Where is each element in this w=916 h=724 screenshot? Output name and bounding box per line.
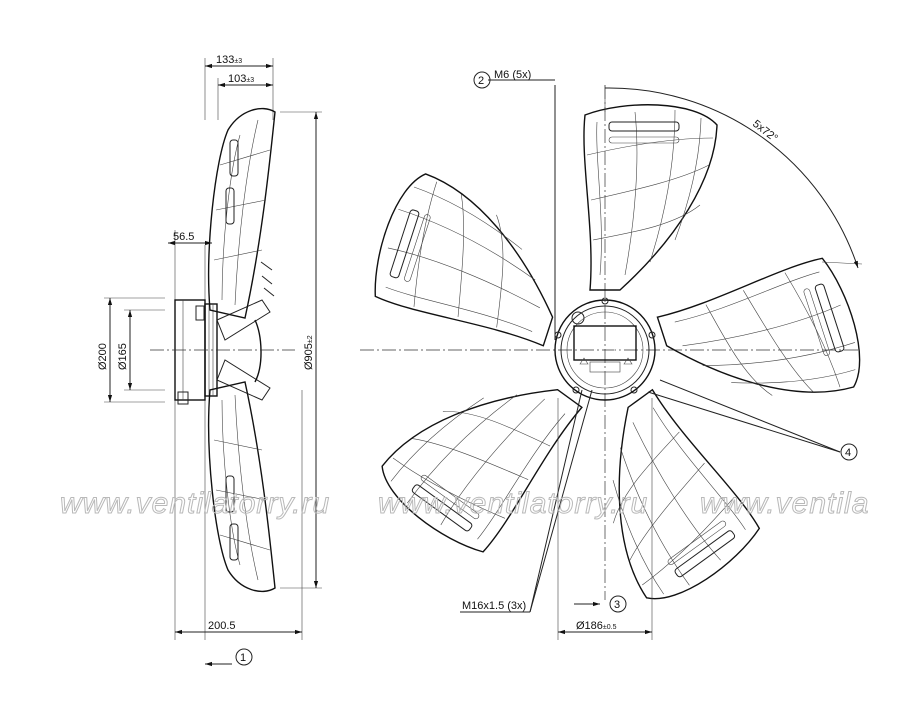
- m16-label: M16x1.5 (3x): [462, 600, 526, 612]
- callout-4: 4: [845, 447, 851, 459]
- watermark: www.ventilatorry.ru www.ventilatorry.ru …: [60, 487, 869, 521]
- m6-label: M6 (5x): [494, 69, 531, 81]
- svg-text:www.ventila: www.ventila: [700, 487, 869, 520]
- dim-133-label: 133±3: [216, 54, 242, 66]
- side-view: 133±3 103±3 56.5 Ø200 Ø165: [97, 54, 322, 667]
- svg-text:www.ventilatorry.ru: www.ventilatorry.ru: [60, 487, 330, 520]
- callout-1: 1: [240, 652, 246, 664]
- callout-3: 3: [614, 599, 620, 611]
- hub-brand-label: ebmpapst: [602, 345, 629, 351]
- dim-200-label: Ø200: [97, 343, 109, 370]
- front-view: ebmpapst 2 M6 (5x) 5x72° 4 M16x1.5 (3x) …: [360, 69, 874, 640]
- dim-200-5-label: 200.5: [208, 620, 236, 632]
- angle-label: 5x72°: [750, 118, 780, 145]
- callout-2: 2: [478, 75, 484, 87]
- hub: ebmpapst: [554, 297, 656, 401]
- svg-text:www.ventilatorry.ru: www.ventilatorry.ru: [378, 487, 648, 520]
- dim-905-label: Ø905±2: [303, 335, 315, 370]
- dim-165-label: Ø165: [117, 343, 129, 370]
- dim-56-5-label: 56.5: [173, 231, 194, 243]
- dim-186-label: Ø186±0.5: [576, 620, 617, 632]
- dim-103-label: 103±3: [228, 73, 254, 85]
